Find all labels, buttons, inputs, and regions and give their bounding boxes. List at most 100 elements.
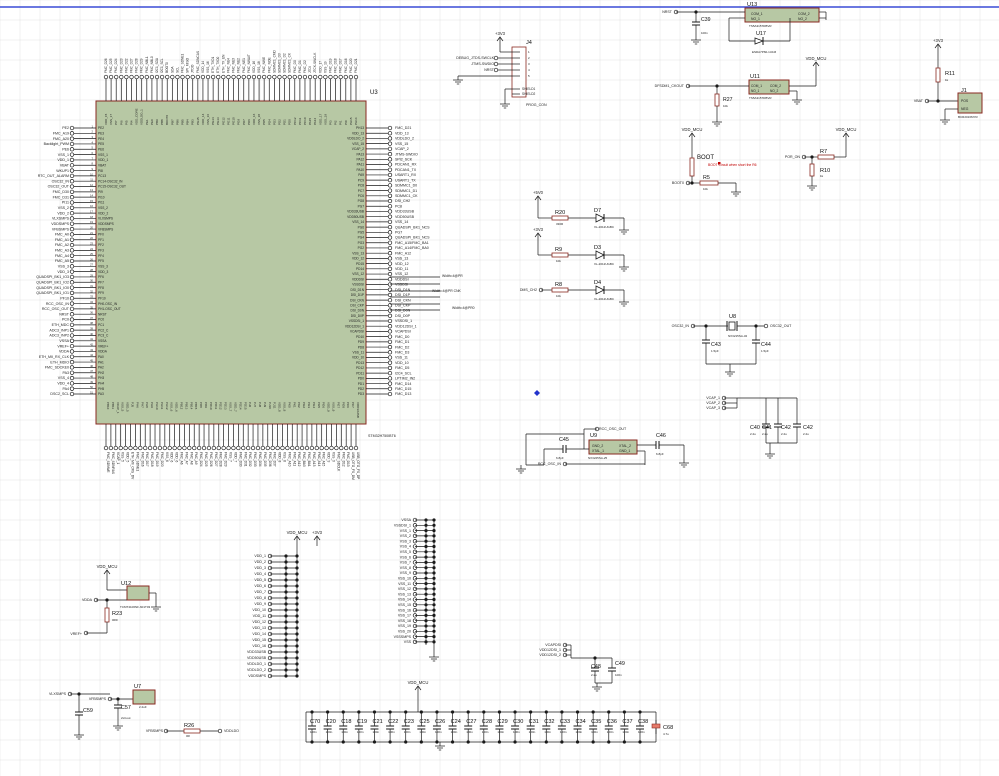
pin-terminal[interactable] xyxy=(387,193,393,198)
pin-terminal[interactable] xyxy=(387,360,393,365)
pin-terminal[interactable] xyxy=(304,445,310,451)
pin-terminal[interactable] xyxy=(149,74,155,80)
pin-terminal[interactable] xyxy=(69,274,75,280)
pin-terminal[interactable] xyxy=(69,173,75,179)
pin-terminal[interactable] xyxy=(324,445,329,451)
pin-terminal[interactable] xyxy=(241,74,246,80)
pin-terminal[interactable] xyxy=(211,445,216,451)
pin-terminal[interactable] xyxy=(103,445,109,451)
pin-terminal[interactable] xyxy=(69,338,75,343)
pin-terminal[interactable] xyxy=(387,204,393,209)
pin-terminal[interactable] xyxy=(387,157,393,162)
pin-terminal[interactable] xyxy=(152,445,158,451)
pin-terminal[interactable] xyxy=(69,290,75,296)
pin-terminal[interactable] xyxy=(387,334,393,339)
pin-terminal[interactable] xyxy=(205,74,211,80)
pin-terminal[interactable] xyxy=(138,445,143,451)
pin-terminal[interactable] xyxy=(69,189,75,194)
resistor-body[interactable] xyxy=(699,180,719,186)
bulk-cap-body[interactable] xyxy=(651,723,661,729)
pin-terminal[interactable] xyxy=(175,74,180,80)
resistor-body[interactable] xyxy=(183,728,201,734)
pin-terminal[interactable] xyxy=(387,219,393,225)
pin-terminal[interactable] xyxy=(108,74,114,80)
pin-terminal[interactable] xyxy=(133,445,138,451)
pin-terminal[interactable] xyxy=(69,370,75,375)
pin-terminal[interactable] xyxy=(134,74,139,80)
pin-terminal[interactable] xyxy=(287,74,292,80)
pin-terminal[interactable] xyxy=(387,235,393,240)
pin-terminal[interactable] xyxy=(143,445,148,451)
pin-terminal[interactable] xyxy=(246,445,251,451)
pin-terminal[interactable] xyxy=(69,179,75,184)
pin-terminal[interactable] xyxy=(318,74,323,80)
pin-terminal[interactable] xyxy=(387,308,393,313)
pin-terminal[interactable] xyxy=(177,445,182,451)
pin-terminal[interactable] xyxy=(387,266,393,271)
pin-terminal[interactable] xyxy=(108,445,114,451)
crystal-body[interactable] xyxy=(728,321,736,331)
pin-terminal[interactable] xyxy=(69,285,75,290)
pin-terminal[interactable] xyxy=(763,323,769,329)
pin-terminal[interactable] xyxy=(387,167,393,172)
pin-terminal[interactable] xyxy=(493,67,499,73)
pin-terminal[interactable] xyxy=(387,277,393,282)
pin-terminal[interactable] xyxy=(309,445,315,451)
pin-terminal[interactable] xyxy=(353,74,359,80)
pin-terminal[interactable] xyxy=(139,74,144,80)
pin-terminal[interactable] xyxy=(493,55,499,61)
pin-terminal[interactable] xyxy=(170,74,175,80)
pin-terminal[interactable] xyxy=(329,445,334,451)
pin-terminal[interactable] xyxy=(343,74,348,80)
pin-terminal[interactable] xyxy=(124,74,129,80)
pin-terminal[interactable] xyxy=(246,74,252,80)
pin-terminal[interactable] xyxy=(387,146,393,152)
pin-terminal[interactable] xyxy=(69,322,75,327)
pin-terminal[interactable] xyxy=(69,280,75,285)
pin-terminal[interactable] xyxy=(69,205,75,210)
pin-terminal[interactable] xyxy=(69,312,75,317)
pin-terminal[interactable] xyxy=(387,339,393,344)
pin-terminal[interactable] xyxy=(159,74,165,80)
pin-terminal[interactable] xyxy=(387,297,393,303)
pin-terminal[interactable] xyxy=(313,74,318,80)
pin-terminal[interactable] xyxy=(387,224,393,230)
pin-terminal[interactable] xyxy=(69,157,75,163)
pin-terminal[interactable] xyxy=(69,237,75,242)
pin-terminal[interactable] xyxy=(339,445,344,451)
pin-terminal[interactable] xyxy=(333,74,338,80)
pin-terminal[interactable] xyxy=(221,445,226,451)
pin-terminal[interactable] xyxy=(285,445,290,451)
pin-terminal[interactable] xyxy=(387,256,393,261)
pin-terminal[interactable] xyxy=(69,333,75,338)
pin-terminal[interactable] xyxy=(387,240,393,245)
pin-terminal[interactable] xyxy=(256,74,262,80)
pin-terminal[interactable] xyxy=(387,230,393,235)
crystal-body[interactable] xyxy=(588,439,638,455)
pin-terminal[interactable] xyxy=(69,386,75,391)
pin-terminal[interactable] xyxy=(128,445,133,451)
pin-terminal[interactable] xyxy=(387,271,393,277)
pin-terminal[interactable] xyxy=(387,386,393,391)
pin-terminal[interactable] xyxy=(217,728,223,734)
pin-terminal[interactable] xyxy=(295,445,300,451)
pin-terminal[interactable] xyxy=(69,141,75,147)
pin-terminal[interactable] xyxy=(69,317,75,322)
pin-terminal[interactable] xyxy=(69,200,75,205)
pin-terminal[interactable] xyxy=(172,445,177,451)
pin-terminal[interactable] xyxy=(114,74,119,80)
pin-terminal[interactable] xyxy=(69,343,75,349)
pin-terminal[interactable] xyxy=(387,324,393,329)
pin-terminal[interactable] xyxy=(69,359,75,365)
pin-terminal[interactable] xyxy=(187,445,192,451)
pin-terminal[interactable] xyxy=(387,376,393,381)
pin-terminal[interactable] xyxy=(69,221,75,226)
pin-terminal[interactable] xyxy=(387,329,393,334)
resistor-body[interactable] xyxy=(551,287,569,293)
pin-terminal[interactable] xyxy=(387,313,393,318)
resistor-body[interactable] xyxy=(551,215,569,221)
pin-terminal[interactable] xyxy=(387,303,393,308)
pin-terminal[interactable] xyxy=(282,74,287,80)
pin-terminal[interactable] xyxy=(270,445,275,451)
pin-terminal[interactable] xyxy=(236,74,241,80)
